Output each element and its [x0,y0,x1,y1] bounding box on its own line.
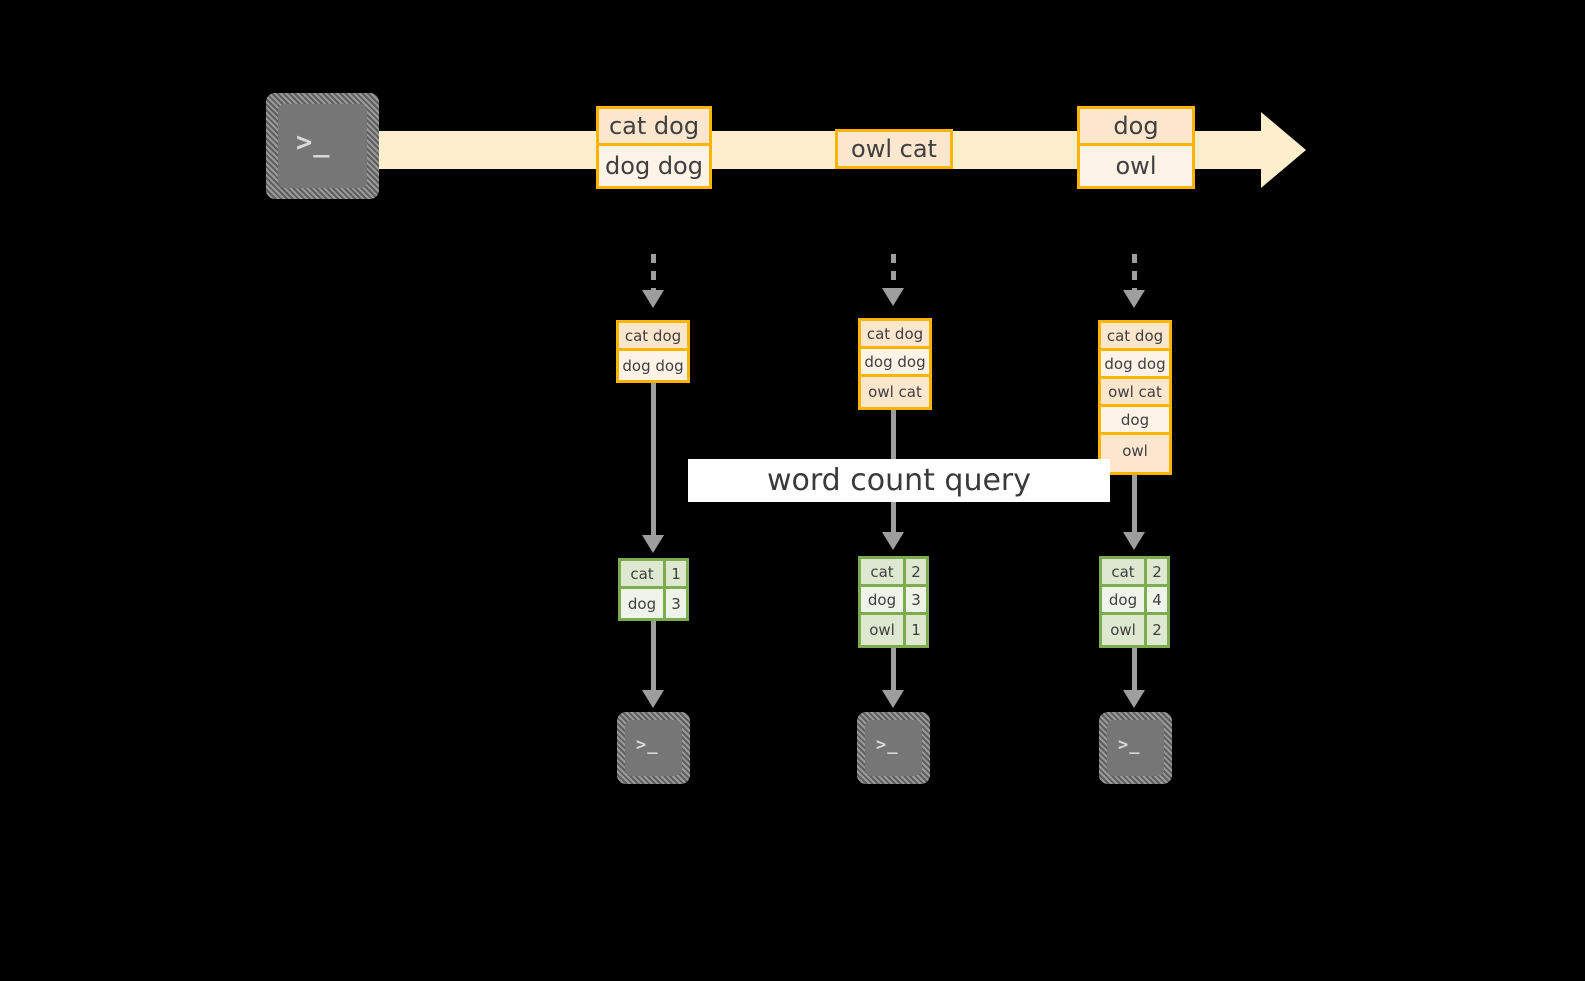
result-count: 3 [906,587,926,612]
stream-to-accumulator-arrow-3 [1132,254,1137,292]
result-to-sink-arrow-1 [651,621,656,693]
stream-arrowhead [1261,112,1306,188]
accumulated-record-line: cat dog [1101,323,1169,351]
stream-to-accumulator-arrow-2 [891,254,896,290]
result-count: 3 [666,589,686,618]
prompt-glyph: >_ [876,735,899,755]
accumulated-records-1[interactable]: cat dog dog dog [616,320,690,383]
icon-face [278,104,367,188]
table-row: dog 4 [1102,587,1167,615]
accumulated-record-line: owl cat [861,377,929,407]
icon-face [1107,720,1164,776]
result-to-sink-arrowhead-2 [882,690,904,708]
table-row: cat 1 [621,561,686,589]
table-row: owl 1 [861,615,926,645]
table-row: cat 2 [861,559,926,587]
stream-batch-1-line: dog dog [599,146,709,186]
accumulated-record-line: cat dog [619,323,687,351]
result-count: 1 [906,615,926,645]
stream-batch-3[interactable]: dog owl [1077,106,1195,189]
stream-batch-1[interactable]: cat dog dog dog [596,106,712,189]
result-to-sink-arrowhead-3 [1123,690,1145,708]
result-table-1[interactable]: cat 1 dog 3 [618,558,689,621]
table-row: dog 3 [861,587,926,615]
result-word: dog [621,589,666,618]
result-table-2[interactable]: cat 2 dog 3 owl 1 [858,556,929,648]
result-count: 2 [1147,559,1167,584]
result-word: dog [1102,587,1147,612]
stream-batch-2[interactable]: owl cat [835,129,953,169]
accumulated-record-line: owl [1101,435,1169,466]
stream-batch-1-line: cat dog [599,109,709,146]
stream-batch-3-line: dog [1080,109,1192,146]
prompt-glyph: >_ [1118,735,1141,755]
query-label: word count query [688,459,1110,502]
stream-to-accumulator-arrow-1 [651,254,656,292]
accumulated-record-line: cat dog [861,321,929,349]
accumulated-record-line: dog [1101,407,1169,435]
result-to-sink-arrow-3 [1132,648,1137,693]
result-count: 2 [1147,615,1167,645]
result-table-3[interactable]: cat 2 dog 4 owl 2 [1099,556,1170,648]
query-arrowhead-3 [1123,532,1145,550]
result-count: 2 [906,559,926,584]
table-row: dog 3 [621,589,686,618]
stream-batch-2-line: owl cat [838,132,950,166]
sink-terminal-icon-2[interactable]: >_ [857,712,930,784]
result-to-sink-arrowhead-1 [642,690,664,708]
table-row: owl 2 [1102,615,1167,645]
table-row: cat 2 [1102,559,1167,587]
prompt-glyph: >_ [636,735,659,755]
result-word: cat [621,561,666,586]
result-count: 1 [666,561,686,586]
stream-to-accumulator-arrowhead-2 [882,288,904,306]
query-arrow-3 [1132,475,1137,535]
stream-to-accumulator-arrowhead-3 [1123,290,1145,308]
accumulated-record-line: dog dog [1101,351,1169,379]
stream-to-accumulator-arrowhead-1 [642,290,664,308]
prompt-glyph: >_ [296,127,331,158]
accumulated-record-line: owl cat [1101,379,1169,407]
result-to-sink-arrow-2 [891,648,896,693]
result-word: dog [861,587,906,612]
accumulated-record-line: dog dog [861,349,929,377]
source-terminal-icon[interactable]: >_ [266,93,379,199]
result-word: cat [1102,559,1147,584]
query-arrow-1 [651,383,656,538]
query-arrowhead-1 [642,535,664,553]
sink-terminal-icon-1[interactable]: >_ [617,712,690,784]
query-arrowhead-2 [882,532,904,550]
result-word: cat [861,559,906,584]
icon-face [625,720,682,776]
icon-face [865,720,922,776]
accumulated-record-line: dog dog [619,351,687,380]
sink-terminal-icon-3[interactable]: >_ [1099,712,1172,784]
accumulated-records-3[interactable]: cat dog dog dog owl cat dog owl [1098,320,1172,475]
result-word: owl [861,615,906,645]
accumulated-records-2[interactable]: cat dog dog dog owl cat [858,318,932,410]
result-count: 4 [1147,587,1167,612]
stream-batch-3-line: owl [1080,146,1192,186]
result-word: owl [1102,615,1147,645]
